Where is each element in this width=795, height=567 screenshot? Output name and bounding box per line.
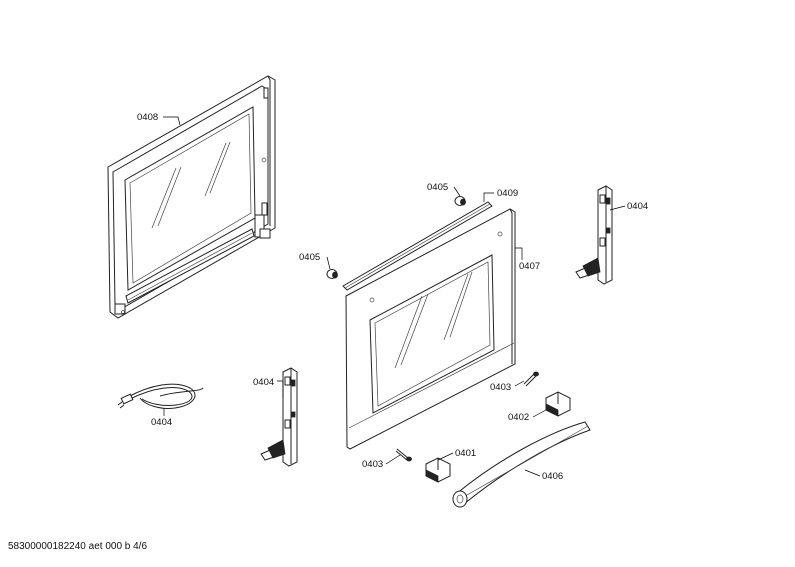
label-bracket-right: 0402 xyxy=(508,412,529,423)
part-hinge-left xyxy=(260,367,298,467)
label-handle: 0406 xyxy=(542,471,563,482)
document-code: 58300000182240 aet 000 b 4/6 xyxy=(8,541,148,552)
label-inner-door: 0407 xyxy=(519,261,540,272)
part-gasket-strip xyxy=(342,201,493,291)
part-screw-left xyxy=(395,448,412,462)
part-bracket-right xyxy=(545,391,571,417)
part-cable xyxy=(117,383,204,409)
label-outer-door: 0408 xyxy=(137,112,158,123)
label-bracket-left: 0401 xyxy=(455,448,476,459)
part-hinge-right xyxy=(575,185,613,285)
part-bracket-left xyxy=(425,457,451,483)
label-hinge-left: 0404 xyxy=(253,377,274,388)
label-gasket-strip: 0409 xyxy=(497,188,518,199)
label-screw-right: 0403 xyxy=(490,382,511,393)
leader-lines xyxy=(163,116,626,477)
part-outer-door xyxy=(107,75,276,319)
label-cable: 0404 xyxy=(151,417,172,428)
label-hinge-right: 0404 xyxy=(627,201,648,212)
part-inner-door xyxy=(345,208,516,450)
part-screw-right xyxy=(523,371,539,387)
part-knob-left xyxy=(326,269,338,279)
label-screw-left: 0403 xyxy=(362,459,383,470)
label-knob-left: 0405 xyxy=(299,252,320,263)
part-handle xyxy=(452,421,591,508)
label-knob-right: 0405 xyxy=(427,182,448,193)
part-knob-right xyxy=(454,196,466,206)
